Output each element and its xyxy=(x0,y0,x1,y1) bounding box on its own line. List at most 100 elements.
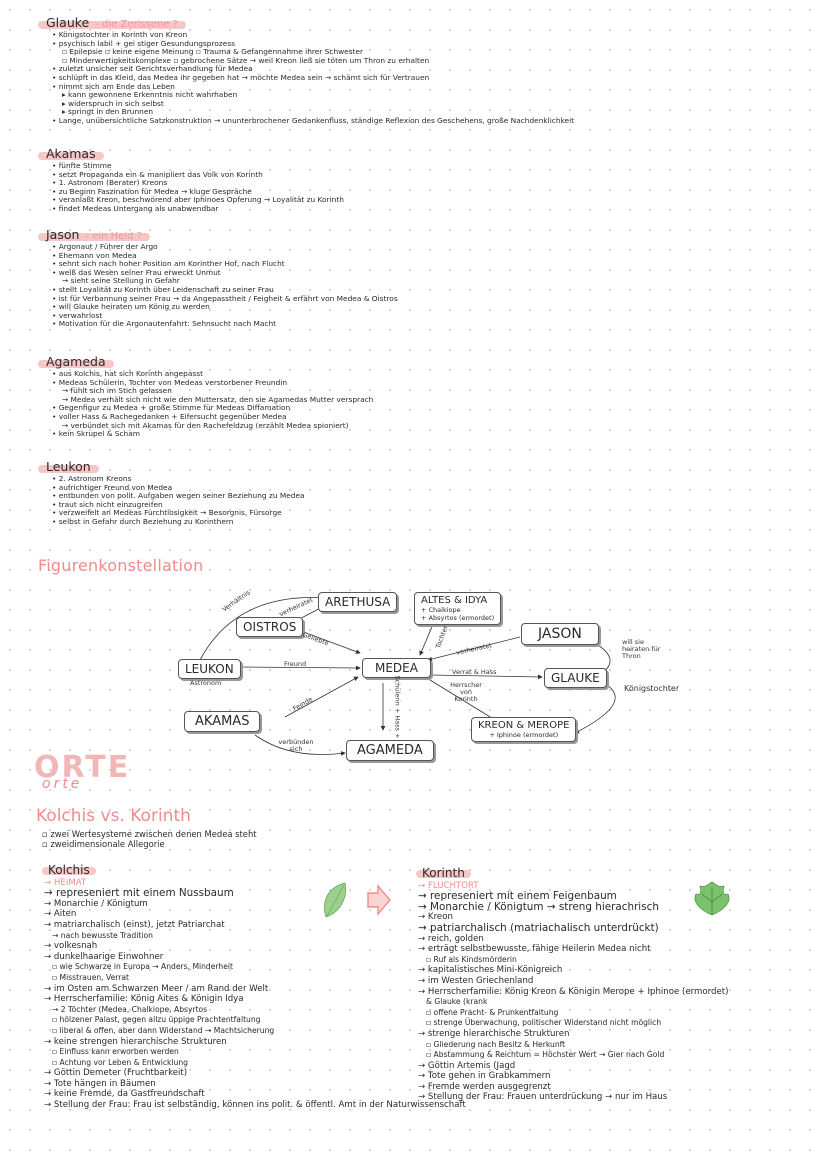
note-line: • 2. Astronom Kreons xyxy=(52,474,132,483)
note-line: • ist für Verbannung seiner Frau → da An… xyxy=(52,293,398,303)
kolchis-lines: → HEIMAT→ represeniert mit einem Nussbau… xyxy=(44,878,466,1111)
arrow-glauke-kreon xyxy=(574,680,616,734)
note-line: → fühlt sich im Stich gelassen xyxy=(62,386,172,396)
edge-label: will sie heiraten für Thron xyxy=(622,638,661,660)
note-line: → Tote hängen in Bäumen xyxy=(44,1078,156,1089)
note-line: • zu Beginn Faszination für Medea → klug… xyxy=(52,186,252,196)
note-line: • nimmt sich am Ende das Leben xyxy=(52,81,175,91)
arrow-akamas-agameda xyxy=(254,734,346,756)
note-line: • traut sich nicht einzugreifen xyxy=(52,499,163,509)
note-line: → im Osten am Schwarzen Meer / am Rand d… xyxy=(44,983,269,994)
node-sub: Astronom xyxy=(190,679,222,687)
note-line: → HEIMAT xyxy=(44,877,87,888)
note-line: → FLUCHTORT xyxy=(418,880,479,891)
note-line: • weiß das Wesen seiner Frau erweckt Unm… xyxy=(52,267,221,277)
edge-label: Schülerin + Hass + xyxy=(393,675,402,739)
note-line: • aufrichtiger Freund von Medea xyxy=(52,482,173,492)
intro-line: ▫ zwei Wertesysteme zwischen denen Medea… xyxy=(42,829,257,839)
kolchis-title: Kolchis xyxy=(42,864,96,876)
note-line: → Medea verhält sich nicht wie den Mutte… xyxy=(62,394,374,404)
section-title: Glauke- die Zerissene ? xyxy=(38,15,186,30)
note-line: • entbunden von polit. Aufgaben wegen se… xyxy=(52,491,305,501)
note-line: • kein Skrupel & Scham xyxy=(52,429,140,439)
note-line: ▫ Einfluss kann erworben werden xyxy=(52,1047,179,1057)
note-line: & Glauke (krank xyxy=(426,997,488,1007)
note-line: → nach bewusste Tradition xyxy=(52,930,153,940)
arrow-right-icon xyxy=(367,884,391,916)
note-line: ▸ springt in den Brunnen xyxy=(62,107,154,117)
note-line: ▫ hölzener Palast, gegen allzu üppige Pr… xyxy=(52,1015,261,1025)
glauke-lines: • Königstochter in Korinth von Kreon• ps… xyxy=(0,30,828,126)
node-agameda: AGAMEDA xyxy=(346,740,434,761)
arrow-akamas-medea xyxy=(284,676,359,718)
note-line: → Göttin Artemis (Jagd xyxy=(418,1060,516,1071)
note-line: • stellt Loyalität zu Korinth über Leide… xyxy=(52,284,274,294)
section-jason: Jason- ein Held ? • Argonaut / Führer de… xyxy=(0,224,828,329)
note-line: → Aiten xyxy=(44,909,77,920)
node-glauke: GLAUKE xyxy=(544,668,607,688)
note-line: → Göttin Demeter (Fruchtbarkeit) xyxy=(44,1068,188,1079)
note-line: • Ehemann von Medea xyxy=(52,250,137,260)
note-line: • selbst in Gefahr durch Beziehung zu Ko… xyxy=(52,516,234,526)
note-line: ▫ strenge Überwachung, politischer Wider… xyxy=(426,1018,662,1028)
note-line: → strenge hierarchische Strukturen xyxy=(418,1028,570,1039)
node-oistros: OISTROS xyxy=(236,617,304,637)
note-line: ▫ Achtung vor Leben & Entwicklung xyxy=(52,1057,188,1067)
arrow-medea-kreon xyxy=(429,679,501,724)
note-line: → Stellung der Frau: Frauen unterdrückun… xyxy=(418,1092,668,1103)
section-leukon: Leukon • 2. Astronom Kreons• aufrichtige… xyxy=(0,456,828,527)
note-line: → Herrscherfamilie: König Aites & Königi… xyxy=(44,994,244,1005)
figurenkonstellation-title: Figurenkonstellation xyxy=(38,556,204,575)
node-label: ALTES & IDYA xyxy=(421,595,488,606)
note-line: • 1. Astronom (Berater) Kreons xyxy=(52,178,168,188)
agameda-lines: • aus Kolchis, hat sich Korinth angepass… xyxy=(0,369,828,439)
note-line: • setzt Propaganda ein & manipliert das … xyxy=(52,169,263,179)
note-line: ▫ Minderwertigkeitskomplexe ▫ gebrochene… xyxy=(62,55,430,65)
note-line: • veranlaßt Kreon, beschwörend aber Iphi… xyxy=(52,195,344,205)
korinth-column: Korinth → FLUCHTORT→ represeniert mit ei… xyxy=(416,867,729,1103)
note-line: • Argonaut / Führer der Argo xyxy=(52,242,158,251)
edge-label: Freund xyxy=(284,660,307,668)
note-line: → dunkelhaarige Einwohner xyxy=(44,951,164,962)
jason-lines: • Argonaut / Führer der Argo• Ehemann vo… xyxy=(0,242,828,329)
note-line: ▫ liberal & offen, aber dann Widerstand … xyxy=(52,1025,275,1035)
note-line: • verzweifelt an Medeas Furchtlosigkeit … xyxy=(52,508,282,518)
note-line: • Medeas Schülerin, Tochter von Medeas v… xyxy=(52,377,288,387)
section-agameda: Agameda • aus Kolchis, hat sich Korinth … xyxy=(0,351,828,439)
fig-leaf-icon xyxy=(694,881,730,916)
note-line: ▫ Gliederung nach Besitz & Herkunft xyxy=(426,1039,566,1049)
node-leukon: LEUKON xyxy=(178,659,241,679)
section-akamas: Akamas • fünfte Stimme• setzt Propaganda… xyxy=(0,143,828,214)
orte-subtitle: orte xyxy=(42,776,83,792)
node-altes-idya: ALTES & IDYA + Chalkiope + Absyrtos (erm… xyxy=(414,592,502,625)
note-line: ▫ Abstammung & Reichtum = Höchster Wert … xyxy=(426,1050,665,1060)
section-title: Jason- ein Held ? xyxy=(38,227,150,242)
note-line: ▫ Epilepsie ▫ keine eigene Meinung ▫ Tra… xyxy=(62,47,364,57)
note-line: • findet Medeas Untergang als unabwendba… xyxy=(52,203,219,213)
note-line: → verbündet sich mit Akamas für den Rach… xyxy=(62,420,349,430)
note-line: ▸ kann gewonnene Erkenntnis nicht wahrha… xyxy=(62,90,238,100)
akamas-lines: • fünfte Stimme• setzt Propaganda ein & … xyxy=(0,161,828,214)
node-sub: + Iphinoe (ermordet) xyxy=(489,731,559,739)
note-line: → Herrscherfamilie: König Kreon & Königi… xyxy=(418,986,729,997)
section-title: Agameda xyxy=(38,354,114,369)
note-line: → Monarchie / Königtum xyxy=(44,898,148,909)
note-line: → 2 Töchter (Medea, Chalkiope, Absyrtos xyxy=(52,1004,208,1014)
node-medea: MEDEA xyxy=(362,658,431,678)
node-arethusa: ARETHUSA xyxy=(318,592,398,612)
node-label: KREON & MEROPE xyxy=(478,720,570,731)
note-line: • Motivation für die Argonautenfahrt: Se… xyxy=(52,319,277,329)
note-line: → represeniert mit einem Feigenbaum xyxy=(418,890,617,903)
note-line: → reich, golden xyxy=(418,933,484,944)
arrow-oistros-medea xyxy=(297,629,361,654)
walnut-leaf-icon xyxy=(324,882,347,918)
arrow-medea-glauke xyxy=(429,674,543,680)
section-title: Akamas xyxy=(38,146,104,161)
edge-label: Verrat & Hass xyxy=(452,668,497,676)
leukon-lines: • 2. Astronom Kreons• aufrichtiger Freun… xyxy=(0,474,828,527)
note-line: → Kreon xyxy=(418,912,453,923)
note-line: • aus Kolchis, hat sich Korinth angepass… xyxy=(52,369,203,378)
orte-intro: ▫ zwei Wertesysteme zwischen denen Medea… xyxy=(42,829,257,850)
note-line: ▫ Misstrauen, Verrat xyxy=(52,972,130,982)
arrow-jason-medea xyxy=(427,636,521,662)
